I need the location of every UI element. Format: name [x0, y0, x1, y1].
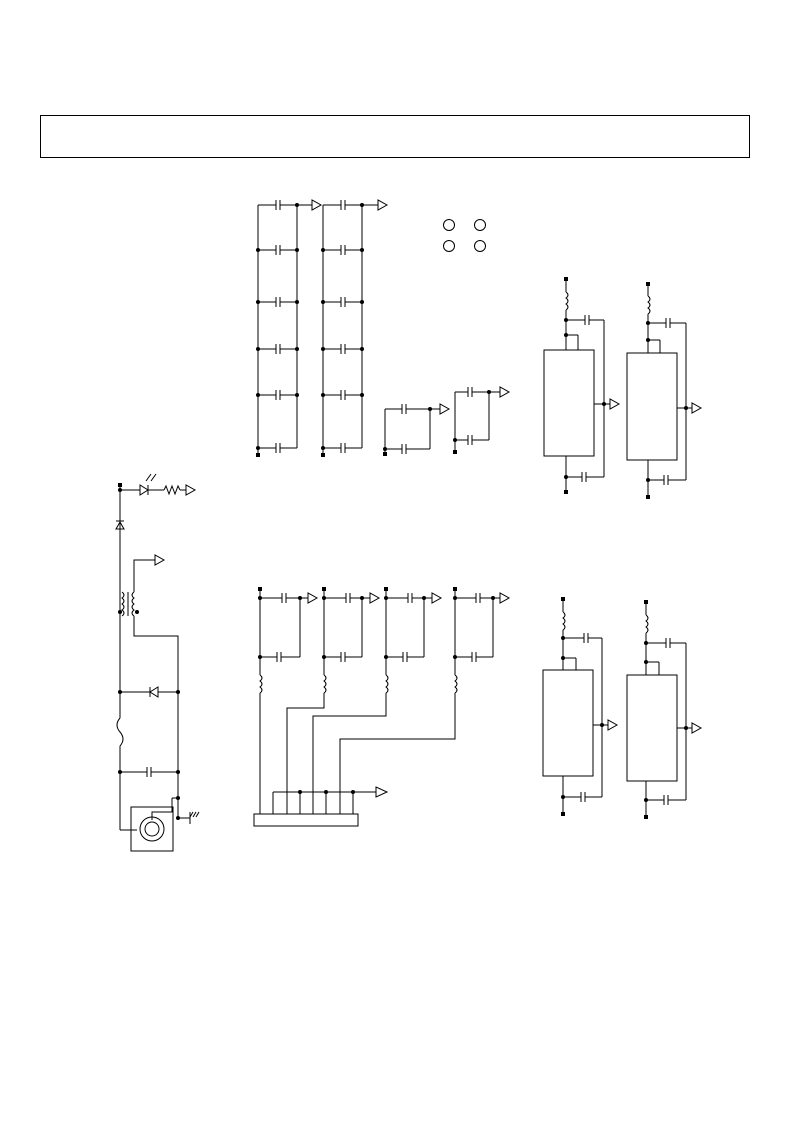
mounting-holes — [443, 219, 486, 252]
regulator-block-1 — [543, 277, 621, 494]
regulator-block-4 — [626, 600, 703, 819]
decoupling-capacitor-array — [256, 199, 389, 457]
title-block — [40, 115, 750, 158]
power-input-section — [115, 473, 200, 852]
small-capacitor-group — [383, 386, 511, 456]
regulator-block-3 — [542, 597, 619, 816]
regulator-block-2 — [626, 282, 703, 499]
output-filter-section — [253, 587, 511, 827]
